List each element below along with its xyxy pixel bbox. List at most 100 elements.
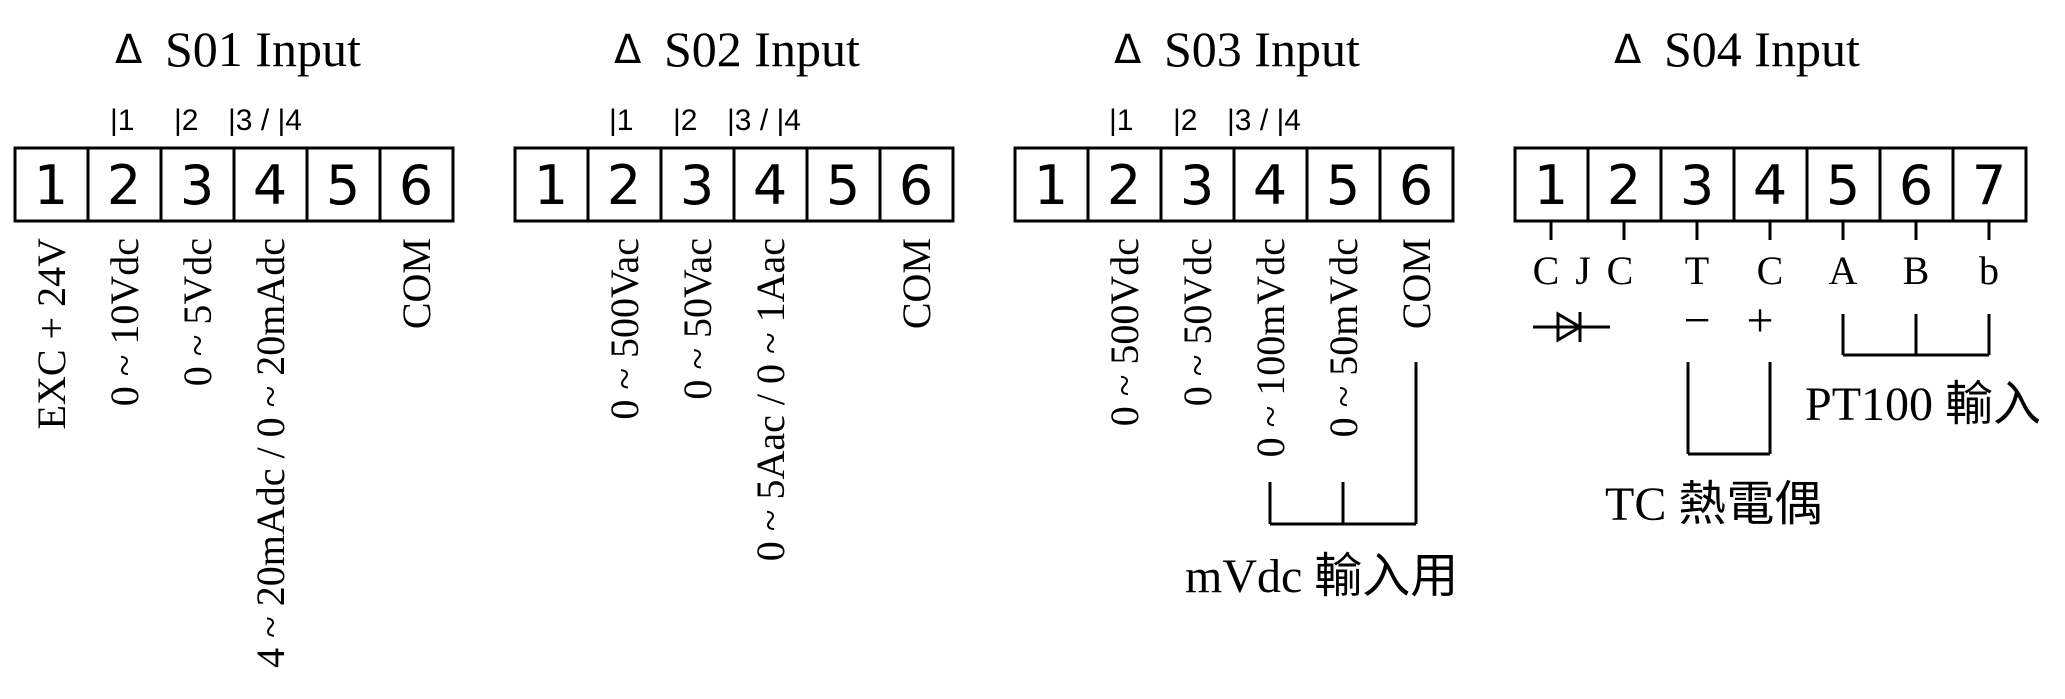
delta-icon: Δ [115, 27, 143, 73]
pin-letter: B [1903, 248, 1930, 293]
panel-title: S04 Input [1664, 21, 1860, 77]
terminal-number: 3 [180, 154, 214, 217]
panel-s04: Δ S04 Input 1 2 3 4 5 6 7 C [1513, 21, 2041, 531]
terminal-number: 5 [826, 154, 860, 217]
terminal-label: COM [394, 238, 439, 329]
pin-letter: C [1607, 248, 1634, 293]
pin-letter: A [1829, 248, 1858, 293]
terminal-cell [305, 146, 382, 223]
terminal-cell [159, 146, 236, 223]
terminal-tag: |2 [1173, 104, 1197, 137]
terminal-label: COM [1394, 238, 1439, 329]
terminal-cell [1732, 146, 1809, 223]
terminal-tag: |1 [609, 104, 633, 137]
terminal-number: 4 [253, 154, 287, 217]
terminal-tag: |2 [673, 104, 697, 137]
terminal-number: 2 [607, 154, 641, 217]
terminal-label: EXC + 24V [29, 238, 74, 430]
panel-title: S01 Input [165, 21, 361, 77]
terminal-tag: |3 / |4 [1227, 104, 1301, 137]
terminal-label: COM [894, 238, 939, 329]
pt100-bracket [1841, 314, 1991, 357]
tc-plus-sign: + [1746, 294, 1773, 347]
terminal-cell [1513, 146, 1590, 223]
terminal-label: 0 ~ 50Vac [675, 238, 720, 400]
terminal-block: 1 2 3 4 5 6 [513, 146, 955, 223]
terminal-label: 0 ~ 50Vdc [1175, 238, 1220, 406]
terminal-number: 2 [1107, 154, 1141, 217]
terminal-number: 6 [899, 154, 933, 217]
terminal-number: 2 [1607, 154, 1641, 217]
tc-bracket [1686, 362, 1772, 456]
terminal-block: 1 2 3 4 5 6 [1013, 146, 1455, 223]
terminal-cell [1232, 146, 1309, 223]
terminal-tag: |1 [110, 104, 134, 137]
terminal-cell [878, 146, 955, 223]
panel-s03: Δ S03 Input |1 |2 |3 / |4 1 2 3 4 5 6 0 … [1013, 21, 1458, 603]
terminal-number: 3 [680, 154, 714, 217]
terminal-cell [732, 146, 809, 223]
pt100-note: PT100 輸入 [1805, 378, 2041, 431]
mvdc-bracket [1268, 362, 1418, 526]
pin-letter: C [1533, 248, 1560, 293]
terminal-label: 0 ~ 100mVdc [1248, 238, 1293, 457]
terminal-cell [1086, 146, 1163, 223]
terminal-label: 0 ~ 500Vac [602, 238, 647, 420]
terminal-cell [86, 146, 163, 223]
terminal-cell [1013, 146, 1090, 223]
mvdc-note: mVdc 輸入用 [1185, 550, 1458, 603]
terminal-number: 6 [1399, 154, 1433, 217]
terminal-number: 1 [1034, 154, 1068, 217]
pin-letter: b [1979, 248, 1999, 293]
pin-letter: T [1685, 248, 1709, 293]
delta-icon: Δ [1114, 27, 1142, 73]
terminal-block: 1 2 3 4 5 6 [13, 146, 455, 223]
diode-triangle [1556, 311, 1583, 343]
tc-note: TC 熱電偶 [1605, 478, 1822, 531]
terminal-number: 5 [1326, 154, 1360, 217]
terminal-tag: |1 [1109, 104, 1133, 137]
terminal-ticks [1549, 221, 1991, 240]
terminal-number: 1 [534, 154, 568, 217]
pin-letter: J [1575, 248, 1591, 293]
terminal-block: 1 2 3 4 5 6 7 [1513, 146, 2028, 223]
pin-letter: C [1757, 248, 1784, 293]
terminal-cell [1378, 146, 1455, 223]
panel-title: S03 Input [1164, 21, 1360, 77]
terminal-cell [13, 146, 90, 223]
terminal-tag: |3 / |4 [228, 104, 302, 137]
terminal-number: 5 [326, 154, 360, 217]
terminal-cell [513, 146, 590, 223]
terminal-label: 0 ~ 5Aac / 0 ~ 1Aac [748, 238, 793, 561]
diode-icon [1533, 311, 1610, 343]
terminal-label: 0 ~ 50mVdc [1321, 238, 1366, 437]
terminal-number: 7 [1972, 154, 2006, 217]
terminal-number: 4 [753, 154, 787, 217]
terminal-number: 4 [1753, 154, 1787, 217]
terminal-number: 6 [1899, 154, 1933, 217]
terminal-tag: |2 [174, 104, 198, 137]
delta-icon: Δ [1614, 27, 1642, 73]
terminal-number: 3 [1180, 154, 1214, 217]
panel-title: S02 Input [664, 21, 860, 77]
terminal-label: 0 ~ 10Vdc [102, 238, 147, 406]
terminal-number: 3 [1680, 154, 1714, 217]
terminal-number: 1 [34, 154, 68, 217]
panel-s01: Δ S01 Input |1 |2 |3 / |4 1 2 3 4 5 6 EX… [13, 21, 455, 668]
terminal-number: 6 [399, 154, 433, 217]
terminal-number: 4 [1253, 154, 1287, 217]
terminal-label: 0 ~ 5Vdc [175, 238, 220, 386]
terminal-number: 1 [1534, 154, 1568, 217]
terminal-number: 2 [107, 154, 141, 217]
terminal-cell [1305, 146, 1382, 223]
terminal-label: 0 ~ 500Vdc [1102, 238, 1147, 426]
terminal-cell [1878, 146, 1955, 223]
terminal-cell [378, 146, 455, 223]
terminal-cell [659, 146, 736, 223]
panel-s02: Δ S02 Input |1 |2 |3 / |4 1 2 3 4 5 6 0 … [513, 21, 955, 561]
terminal-tag: |3 / |4 [727, 104, 801, 137]
delta-icon: Δ [614, 27, 642, 73]
terminal-label: 4 ~ 20mAdc / 0 ~ 20mAdc [248, 238, 293, 668]
terminal-number: 5 [1826, 154, 1860, 217]
